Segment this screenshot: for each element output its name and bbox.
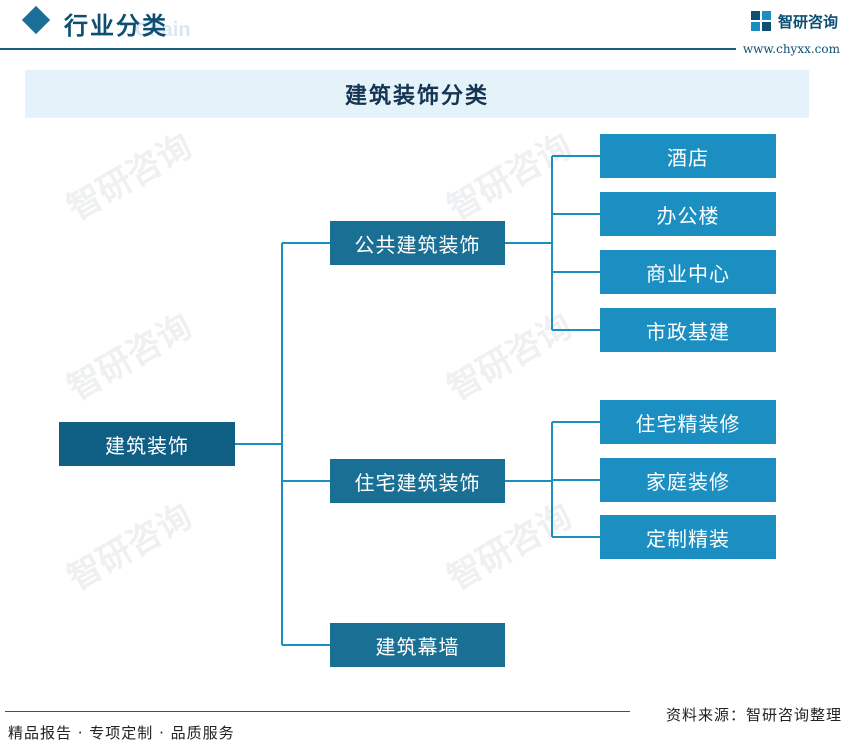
node-label: 建筑幕墙: [375, 634, 460, 659]
node-root: 建筑装饰: [59, 422, 235, 466]
page-title: 行业分类: [64, 12, 168, 40]
node-label: 定制精装: [646, 526, 730, 551]
node-label: 住宅建筑装饰: [354, 470, 481, 495]
diagram-title: 建筑装饰分类: [344, 84, 489, 109]
header-divider: [0, 48, 736, 50]
node-leaf: 办公楼: [600, 192, 776, 236]
footer-slogan: 精品报告 · 专项定制 · 品质服务: [8, 724, 235, 742]
node-leaf: 市政基建: [600, 308, 776, 352]
brand-url: www.chyxx.com: [742, 42, 840, 56]
node-public-building: 公共建筑装饰: [330, 221, 505, 265]
node-leaf: 家庭装修: [600, 458, 776, 502]
diagram-title-banner: 建筑装饰分类: [25, 70, 809, 118]
node-curtain-wall: 建筑幕墙: [330, 623, 505, 667]
brand: 智研咨询: [750, 10, 838, 32]
node-leaf: 商业中心: [600, 250, 776, 294]
footer-divider: [5, 711, 630, 712]
node-label: 住宅精装修: [635, 411, 741, 436]
node-leaf: 住宅精装修: [600, 400, 776, 444]
node-label: 公共建筑装饰: [354, 232, 481, 257]
node-leaf: 定制精装: [600, 515, 776, 559]
header-ghost-text: Chain: [135, 19, 191, 41]
node-label: 家庭装修: [646, 469, 730, 494]
node-label: 办公楼: [656, 203, 720, 228]
brand-logo-icon: [750, 11, 771, 31]
node-label: 市政基建: [646, 319, 730, 344]
node-label: 商业中心: [646, 261, 730, 286]
node-label: 建筑装饰: [105, 433, 189, 458]
node-residential-building: 住宅建筑装饰: [330, 459, 505, 503]
node-leaf: 酒店: [600, 134, 776, 178]
node-label: 酒店: [667, 145, 709, 170]
brand-name: 智研咨询: [777, 12, 838, 31]
footer-source: 资料来源：智研咨询整理: [665, 706, 842, 724]
